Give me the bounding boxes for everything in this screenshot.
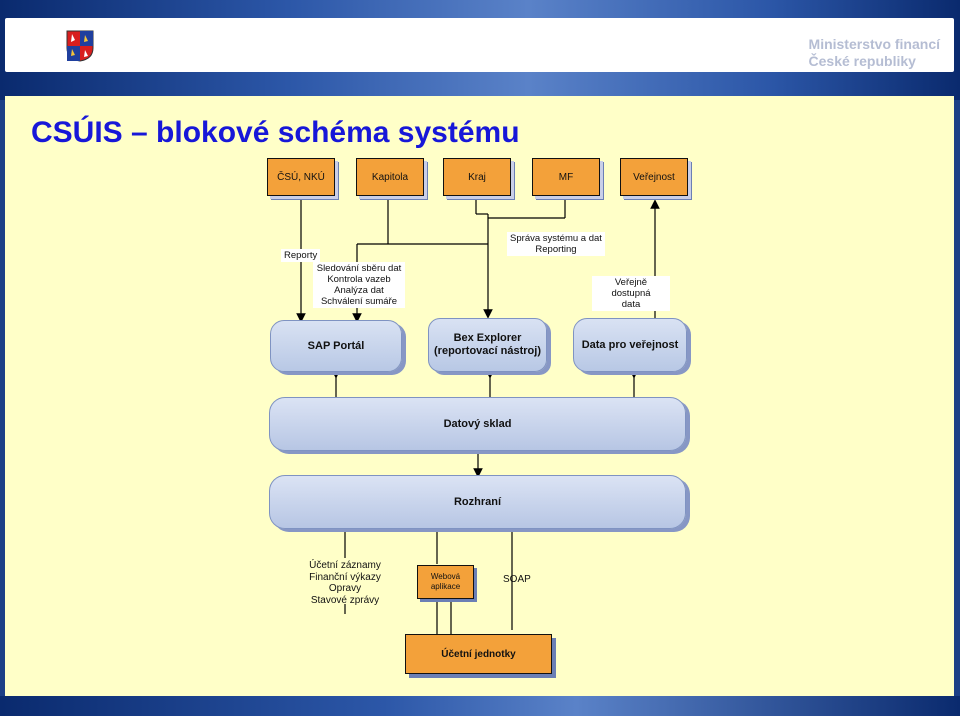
left-flow-1: Sledování sběru dat [316, 263, 402, 274]
data-for-public: Data pro veřejnost [573, 318, 687, 372]
bex-line-1: Bex Explorer [453, 332, 522, 344]
accounting-units-label: Účetní jednotky [441, 648, 516, 660]
left-flow-4: Schválení sumáře [320, 296, 398, 307]
source-mf-label: MF [558, 171, 574, 183]
source-csu-nku: ČSÚ, NKÚ [267, 158, 335, 196]
source-csu-nku-label: ČSÚ, NKÚ [277, 171, 325, 183]
web-application-label: Webová aplikace [431, 572, 460, 592]
sap-portal-label: SAP Portál [307, 339, 365, 352]
bottom-left-items: Účetní záznamy Finanční výkazy Opravy St… [300, 560, 390, 606]
header-bar [5, 18, 954, 72]
sap-portal: SAP Portál [270, 320, 402, 372]
left-flow-3: Analýza dat [334, 285, 384, 296]
ministry-line-1: Ministerstvo financí [808, 36, 940, 52]
label-sprava: Správa systému a dat Reporting [507, 232, 605, 256]
verejne-line-1: Veřejně dostupná [611, 277, 651, 299]
source-kraj: Kraj [443, 158, 511, 196]
state-emblem-icon [66, 30, 94, 62]
web-app-line-2: aplikace [430, 582, 461, 591]
source-verejnost: Veřejnost [620, 158, 688, 196]
bex-explorer: Bex Explorer (reportovací nástroj) [428, 318, 547, 372]
bottom-item-1: Účetní záznamy [309, 560, 381, 571]
label-left-flows: Sledování sběru dat Kontrola vazeb Analý… [313, 262, 405, 308]
accounting-units: Účetní jednotky [405, 634, 552, 674]
ministry-line-2: České republiky [808, 53, 916, 69]
page-title: CSÚIS – blokové schéma systému [31, 116, 520, 149]
bottom-item-2: Finanční výkazy [309, 571, 381, 583]
bex-explorer-label: Bex Explorer (reportovací nástroj) [434, 332, 541, 358]
sprava-line-1: Správa systému a dat [510, 233, 602, 244]
bex-line-2: (reportovací nástroj) [434, 345, 541, 357]
web-application: Webová aplikace [417, 565, 474, 599]
source-kapitola-label: Kapitola [371, 171, 409, 183]
source-kapitola: Kapitola [356, 158, 424, 196]
label-verejne: Veřejně dostupná data [592, 276, 670, 311]
data-warehouse: Datový sklad [269, 397, 686, 451]
bottom-item-4: Stavové zprávy [310, 594, 380, 606]
source-kraj-label: Kraj [468, 171, 486, 183]
footer-bar [0, 696, 960, 716]
ministry-name: Ministerstvo financí České republiky [809, 36, 940, 70]
slide-area [5, 96, 954, 696]
web-app-line-1: Webová [430, 572, 461, 581]
source-mf: MF [532, 158, 600, 196]
interface-label: Rozhraní [453, 496, 502, 508]
verejne-line-2: data [621, 299, 641, 310]
interface: Rozhraní [269, 475, 686, 529]
source-verejnost-label: Veřejnost [633, 171, 675, 183]
bottom-item-3: Opravy [328, 583, 362, 594]
label-soap: SOAP [503, 574, 531, 585]
data-for-public-label: Data pro veřejnost [581, 338, 679, 351]
data-warehouse-label: Datový sklad [443, 418, 512, 430]
label-reporty: Reporty [281, 249, 321, 262]
left-flow-2: Kontrola vazeb [327, 274, 391, 285]
sprava-line-2: Reporting [535, 244, 577, 255]
